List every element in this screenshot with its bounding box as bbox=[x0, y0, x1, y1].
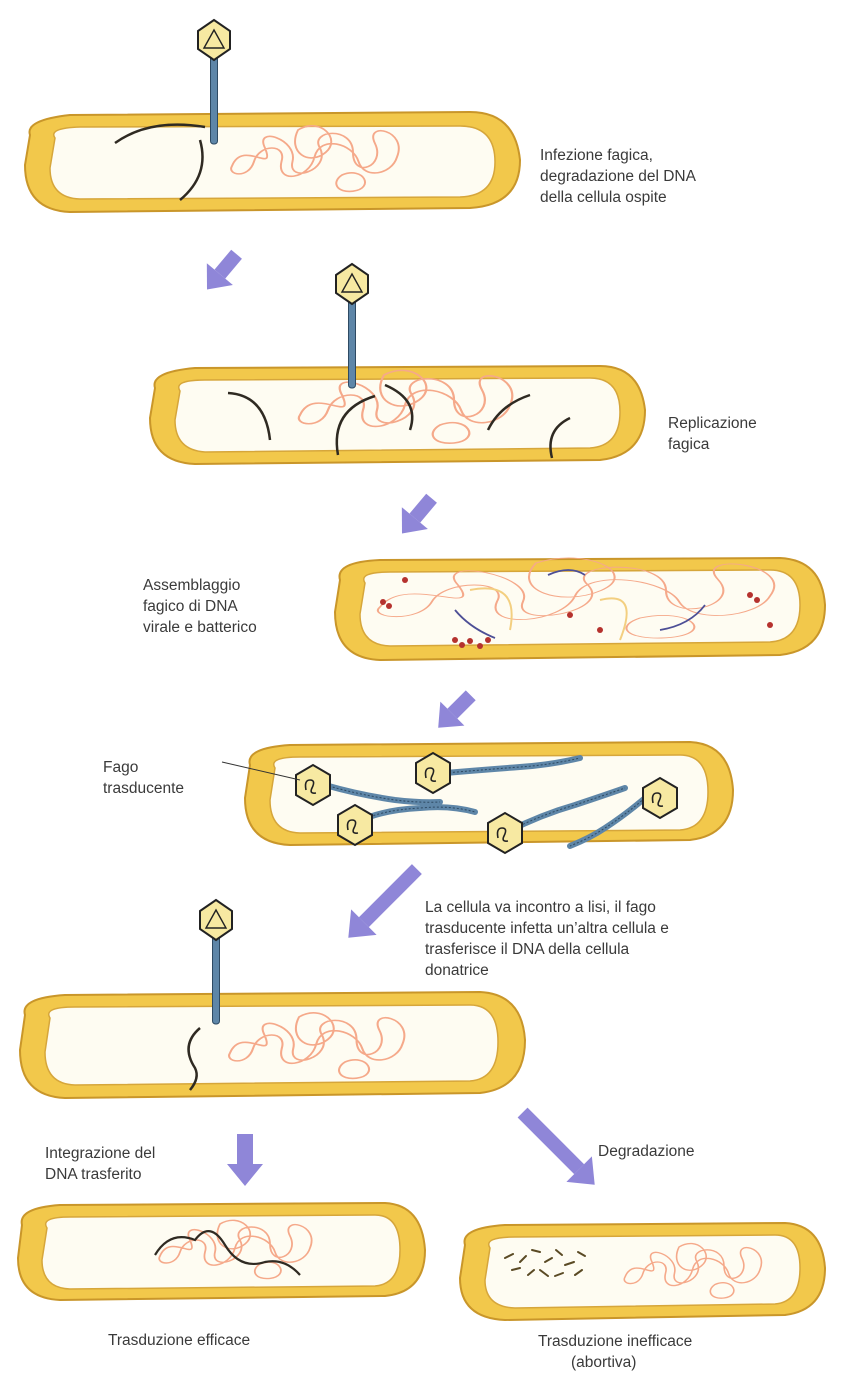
arrow-left-branch bbox=[227, 1134, 263, 1186]
transducing-phage-head bbox=[296, 765, 330, 805]
cell-5 bbox=[20, 992, 525, 1098]
label-step4: Fago trasducente bbox=[103, 759, 184, 797]
label-step5: La cellula va incontro a lisi, il fago t… bbox=[425, 899, 673, 979]
cell-4 bbox=[245, 742, 733, 853]
label-step3: Assemblaggio fagico di DNA virale e batt… bbox=[143, 577, 257, 636]
arrow-2 bbox=[389, 487, 445, 544]
cell-2-cytoplasm bbox=[175, 378, 620, 452]
arrow-right-branch bbox=[510, 1100, 608, 1198]
cell-7 bbox=[460, 1223, 825, 1320]
label-outcome-right: Trasduzione inefficace (abortiva) bbox=[538, 1333, 697, 1371]
cell-2 bbox=[150, 366, 645, 464]
phage-head bbox=[416, 753, 450, 793]
arrow-4 bbox=[336, 856, 430, 950]
label-right-branch: Degradazione bbox=[598, 1143, 695, 1160]
cell-5-cytoplasm bbox=[45, 1005, 498, 1085]
arrow-1 bbox=[194, 243, 250, 300]
cell-6-cytoplasm bbox=[42, 1215, 400, 1289]
cell-3 bbox=[335, 558, 825, 660]
label-step1: Infezione fagica, degradazione del DNA d… bbox=[540, 147, 699, 206]
cell-6 bbox=[18, 1203, 425, 1300]
cell-1 bbox=[25, 112, 520, 212]
phage-head bbox=[338, 805, 372, 845]
phage-head bbox=[488, 813, 522, 853]
label-step2: Replicazione fagica bbox=[668, 415, 761, 453]
phage-head bbox=[643, 778, 677, 818]
arrow-3 bbox=[426, 683, 483, 740]
label-outcome-left: Trasduzione efficace bbox=[108, 1332, 250, 1349]
label-left-branch: Integrazione del DNA trasferito bbox=[45, 1145, 160, 1183]
